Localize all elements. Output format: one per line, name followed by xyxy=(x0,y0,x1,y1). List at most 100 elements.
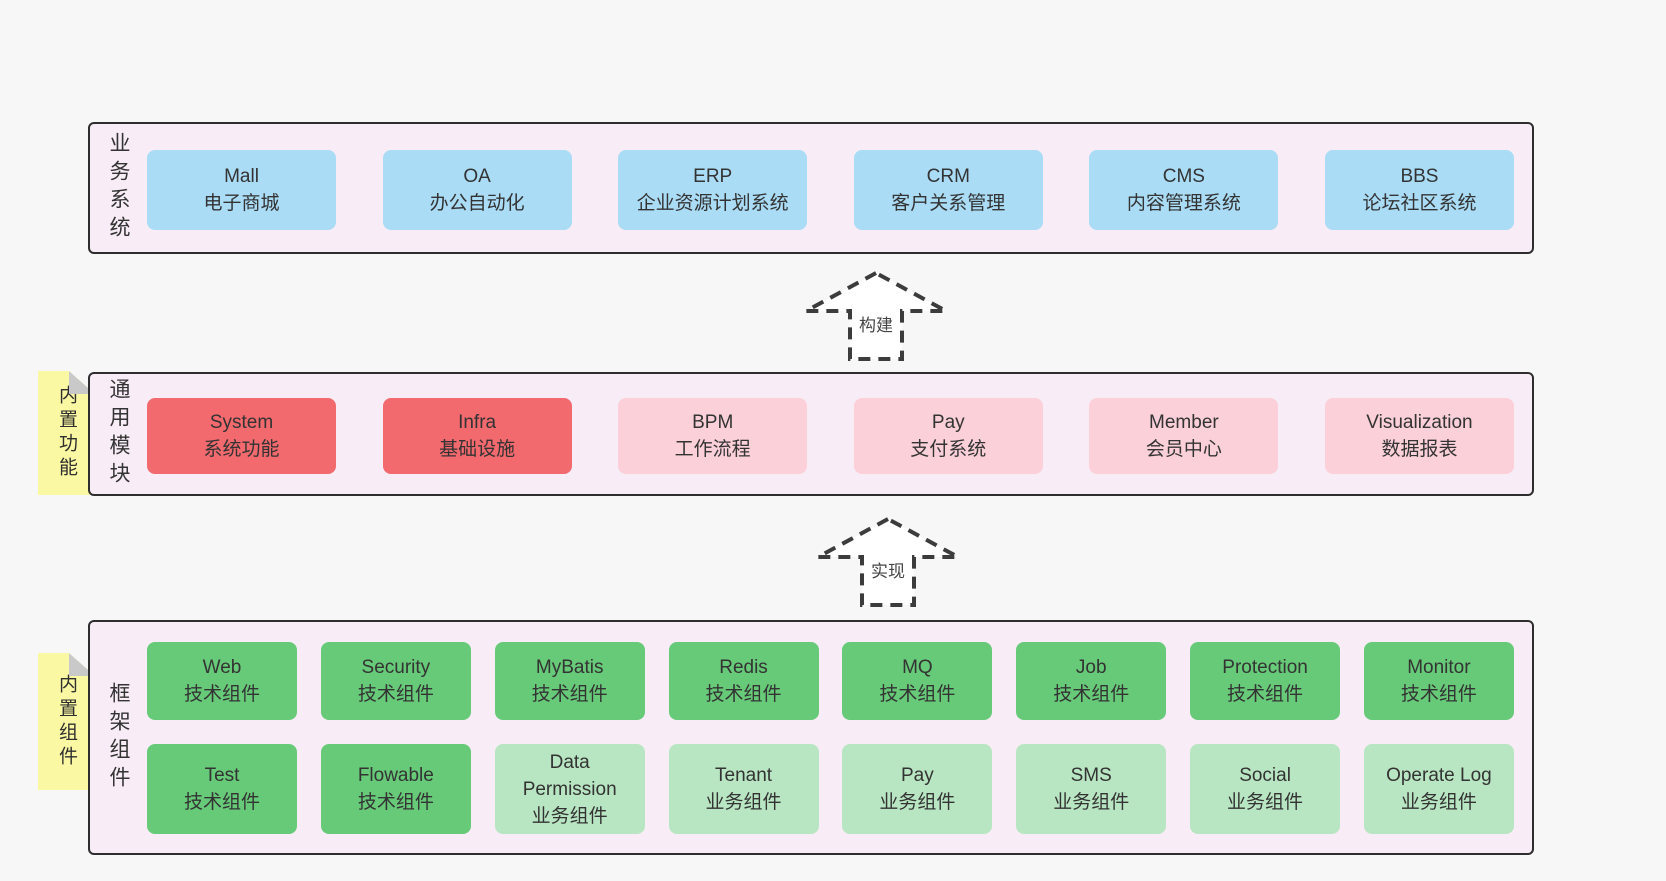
box-subtitle: 企业资源计划系统 xyxy=(636,193,789,214)
box-title: BBS xyxy=(1400,166,1439,187)
box-title: Protection xyxy=(1222,657,1308,678)
box-monitor: Monitor 技术组件 xyxy=(1363,642,1514,720)
box-visualization: Visualization 数据报表 xyxy=(1324,398,1514,474)
arrow-label: 构建 xyxy=(855,310,897,337)
box-bbs: BBS 论坛社区系统 xyxy=(1324,150,1514,230)
section-label-modules: 通用模块 xyxy=(107,378,130,490)
box-subtitle: 基础设施 xyxy=(439,439,516,460)
box-title: Redis xyxy=(719,657,768,678)
box-subtitle: 业务组件 xyxy=(1053,792,1130,813)
box-title: MQ xyxy=(902,657,933,678)
builtin-features-note: 内置功能 xyxy=(38,371,95,495)
box-subtitle: 客户关系管理 xyxy=(891,193,1006,214)
box-subtitle: 业务组件 xyxy=(1227,792,1304,813)
box-member: Member 会员中心 xyxy=(1089,398,1279,474)
box-subtitle: 技术组件 xyxy=(357,792,434,813)
box-tenant: Tenant 业务组件 xyxy=(668,744,819,834)
box-title: Mall xyxy=(224,166,259,187)
box-title: Member xyxy=(1149,412,1219,433)
box-subtitle: 业务组件 xyxy=(531,805,608,827)
box-erp: ERP 企业资源计划系统 xyxy=(618,150,808,230)
box-subtitle: 工作流程 xyxy=(674,439,751,460)
box-title: CRM xyxy=(926,166,970,187)
box-subtitle: 数据报表 xyxy=(1381,439,1458,460)
note-label: 内置功能 xyxy=(56,385,77,481)
section-label-business: 业务系统 xyxy=(107,132,130,244)
box-protection: Protection 技术组件 xyxy=(1190,642,1341,720)
box-mall: Mall 电子商城 xyxy=(147,150,336,230)
box-title: Data Permission xyxy=(522,751,617,800)
box-title: Security xyxy=(361,657,431,678)
framework-box-row-1: Web 技术组件 Security 技术组件 MyBatis 技术组件 Redis 技术… xyxy=(147,642,1514,720)
box-test: Test 技术组件 xyxy=(147,744,297,834)
box-subtitle: 会员中心 xyxy=(1145,439,1222,460)
box-title: CMS xyxy=(1162,166,1205,187)
box-infra: Infra 基础设施 xyxy=(382,398,572,474)
box-pay-module: Pay 支付系统 xyxy=(853,398,1043,474)
box-title: Flowable xyxy=(357,765,434,786)
section-label-framework: 框架组件 xyxy=(107,681,130,794)
box-subtitle: 技术组件 xyxy=(183,792,260,813)
box-subtitle: 论坛社区系统 xyxy=(1362,193,1477,214)
box-title: Social xyxy=(1239,765,1291,786)
box-subtitle: 技术组件 xyxy=(1227,684,1304,705)
box-subtitle: 技术组件 xyxy=(1053,684,1130,705)
common-modules-section: 通用模块 System 系统功能 Infra 基础设施 BPM 工作流程 Pay 支付系… xyxy=(88,372,1534,496)
box-sms: SMS 业务组件 xyxy=(1016,744,1167,834)
box-subtitle: 技术组件 xyxy=(357,684,434,705)
box-mq: MQ 技术组件 xyxy=(842,642,993,720)
box-operate-log: Operate Log 业务组件 xyxy=(1363,744,1514,834)
box-subtitle: 支付系统 xyxy=(910,439,987,460)
box-title: Pay xyxy=(901,765,934,786)
box-pay-component: Pay 业务组件 xyxy=(842,744,993,834)
box-title: BPM xyxy=(692,412,734,433)
box-redis: Redis 技术组件 xyxy=(668,642,819,720)
box-title: OA xyxy=(463,166,491,187)
box-subtitle: 技术组件 xyxy=(705,684,782,705)
box-bpm: BPM 工作流程 xyxy=(618,398,808,474)
box-system: System 系统功能 xyxy=(147,398,336,474)
implement-arrow: 实现 xyxy=(813,516,963,608)
box-data-permission: Data Permission 业务组件 xyxy=(494,744,645,834)
box-title: ERP xyxy=(693,166,733,187)
box-title: MyBatis xyxy=(535,657,604,678)
box-subtitle: 技术组件 xyxy=(879,684,956,705)
box-security: Security 技术组件 xyxy=(320,642,471,720)
box-subtitle: 电子商城 xyxy=(203,193,280,214)
framework-box-row-2: Test 技术组件 Flowable 技术组件 Data Permission 业务组… xyxy=(147,744,1514,834)
box-subtitle: 技术组件 xyxy=(531,684,608,705)
box-title: Tenant xyxy=(715,765,773,786)
box-title: System xyxy=(209,412,274,433)
box-subtitle: 业务组件 xyxy=(705,792,782,813)
box-title: Job xyxy=(1075,657,1107,678)
box-social: Social 业务组件 xyxy=(1190,744,1341,834)
note-label: 内置组件 xyxy=(56,673,77,770)
arrow-label: 实现 xyxy=(867,556,909,583)
box-title: SMS xyxy=(1070,765,1112,786)
box-title: Pay xyxy=(931,412,965,433)
box-title: Monitor xyxy=(1407,657,1471,678)
box-subtitle: 系统功能 xyxy=(203,439,280,460)
box-subtitle: 技术组件 xyxy=(1400,684,1477,705)
box-crm: CRM 客户关系管理 xyxy=(853,150,1043,230)
builtin-components-note: 内置组件 xyxy=(38,653,95,790)
box-flowable: Flowable 技术组件 xyxy=(320,744,471,834)
box-web: Web 技术组件 xyxy=(147,642,297,720)
build-arrow: 构建 xyxy=(801,270,951,362)
box-title: Infra xyxy=(458,412,497,433)
box-subtitle: 业务组件 xyxy=(879,792,956,813)
box-subtitle: 技术组件 xyxy=(183,684,260,705)
box-mybatis: MyBatis 技术组件 xyxy=(494,642,645,720)
box-cms: CMS 内容管理系统 xyxy=(1089,150,1279,230)
box-job: Job 技术组件 xyxy=(1016,642,1167,720)
framework-components-section: 框架组件 Web 技术组件 Security 技术组件 MyBatis 技术组件 Re… xyxy=(88,620,1534,855)
box-title: Operate Log xyxy=(1386,765,1492,786)
box-title: Web xyxy=(202,657,242,678)
box-title: Test xyxy=(204,765,240,786)
box-subtitle: 业务组件 xyxy=(1400,792,1477,813)
box-subtitle: 内容管理系统 xyxy=(1126,193,1241,214)
box-title: Visualization xyxy=(1366,412,1473,433)
